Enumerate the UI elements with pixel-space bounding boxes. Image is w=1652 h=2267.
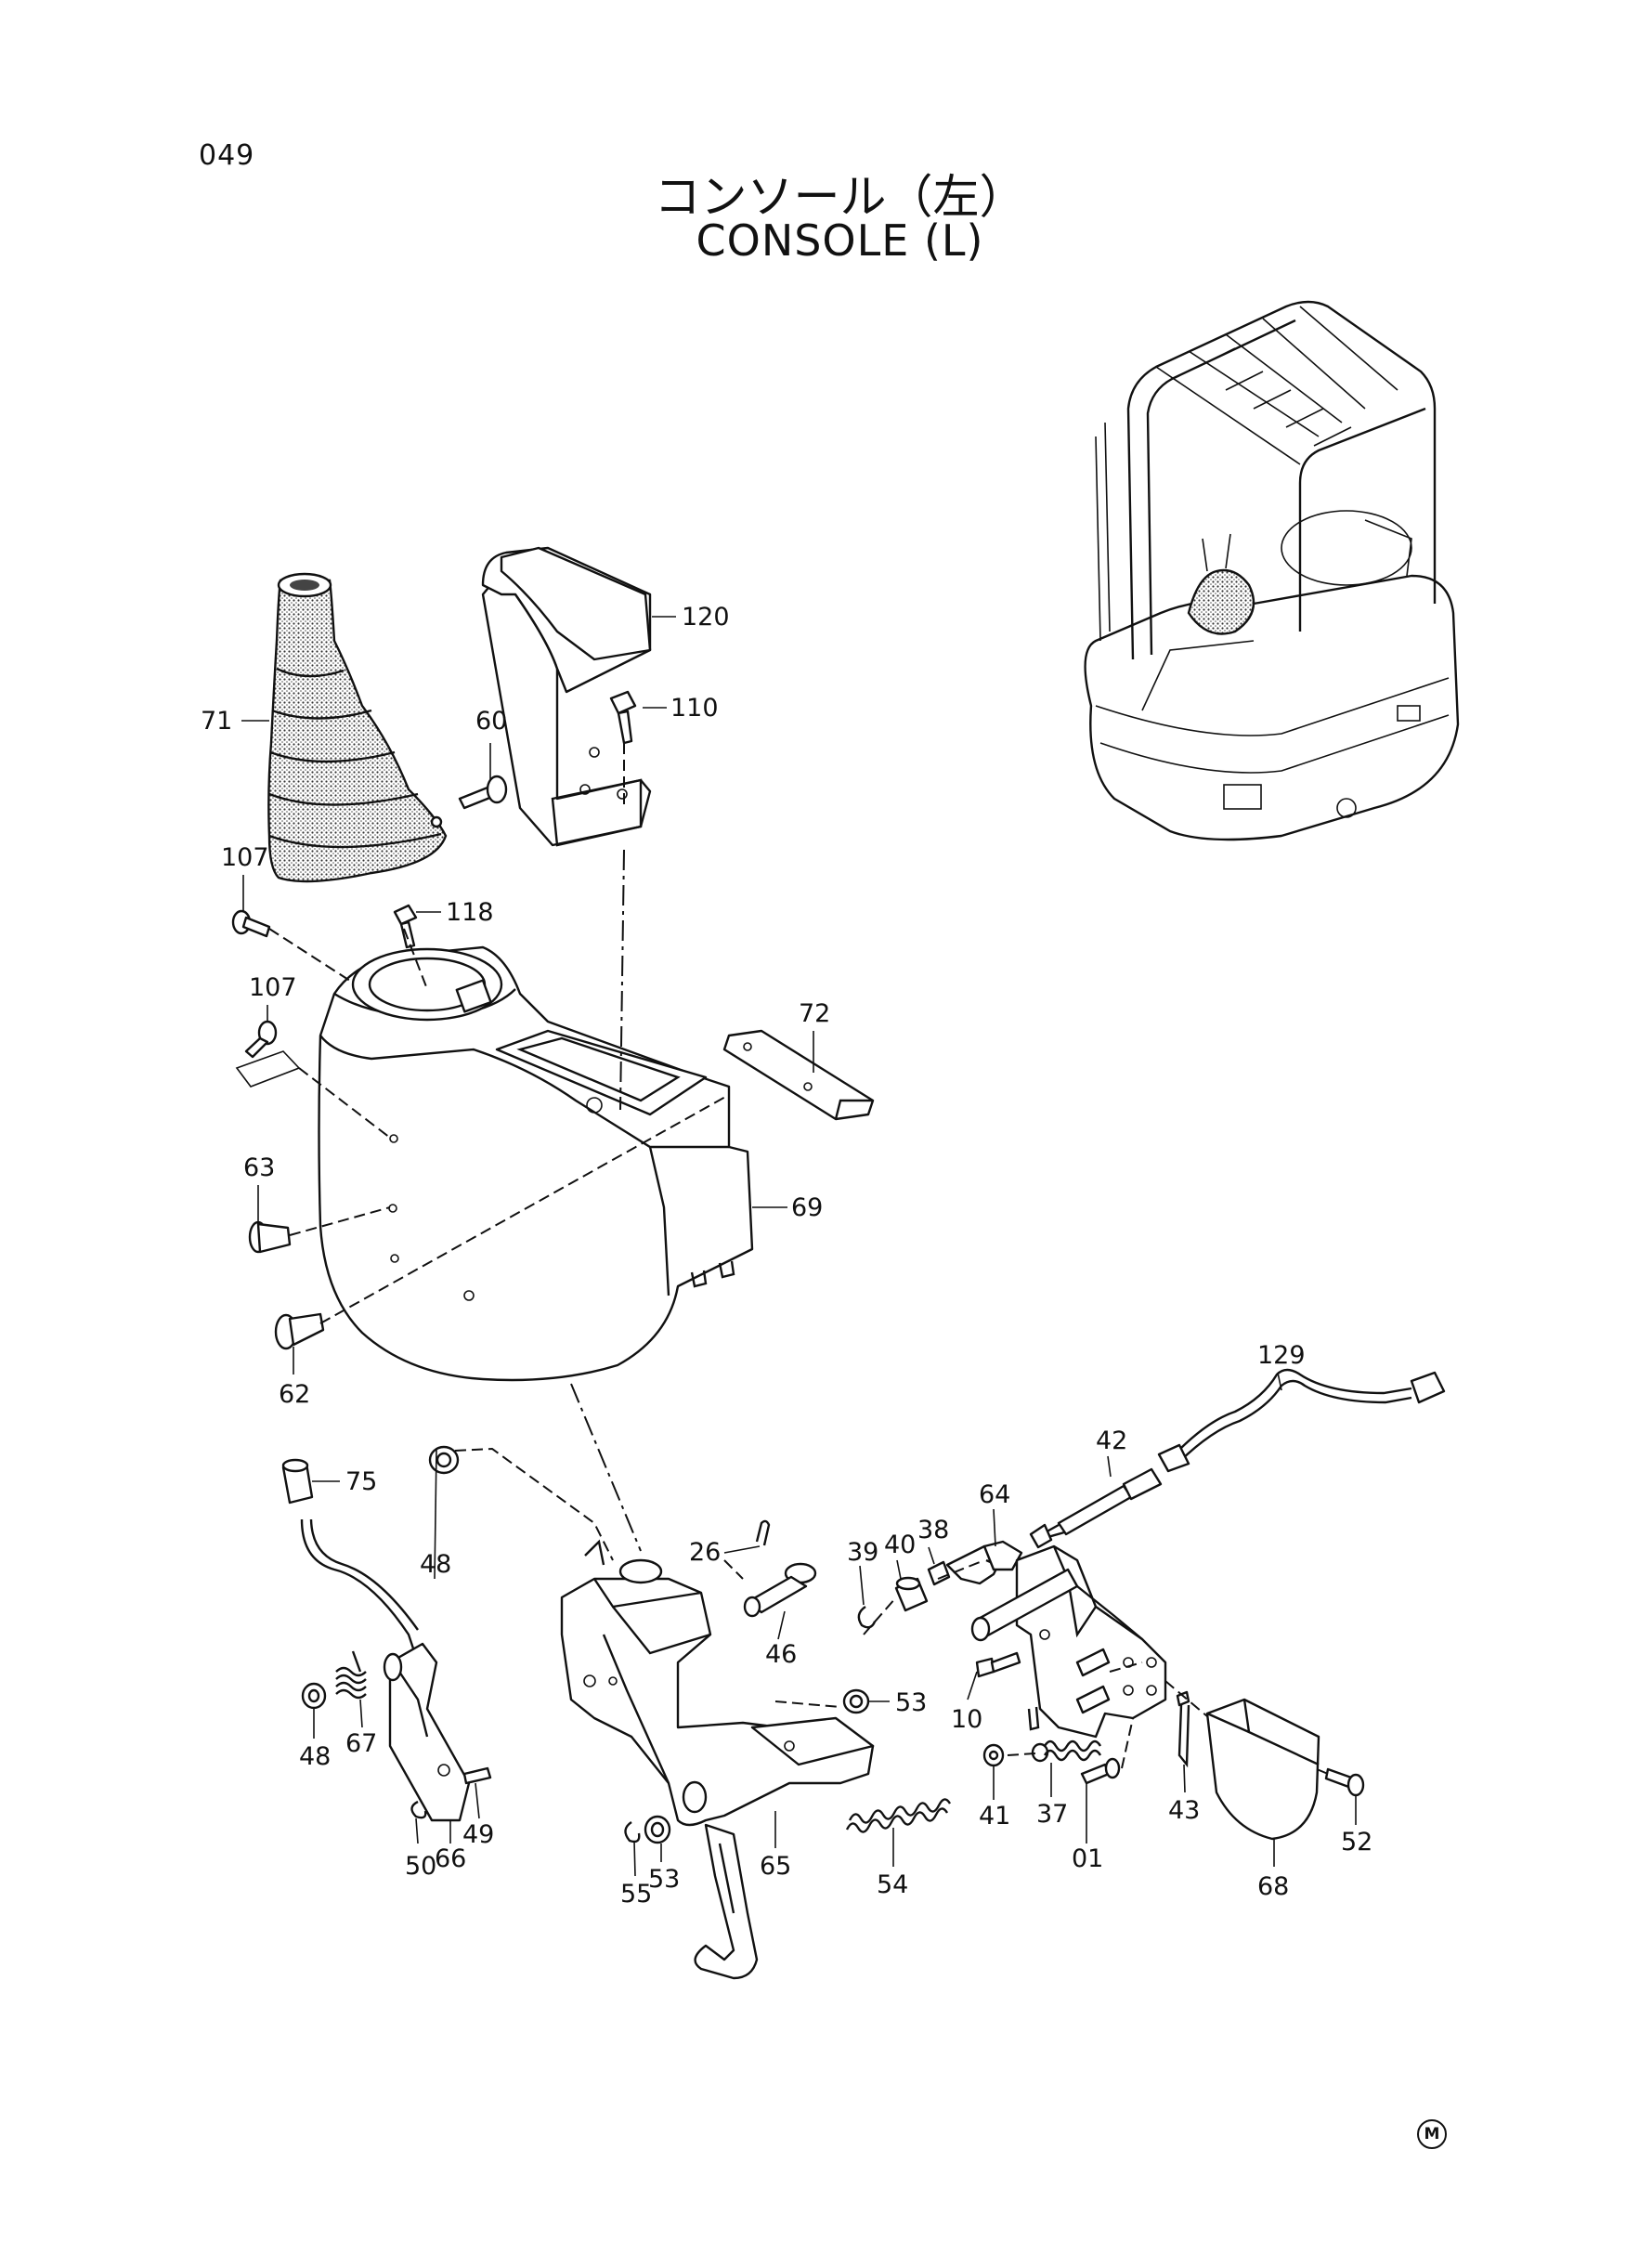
- spring-part-54: [845, 1798, 952, 1833]
- grommet-part-62: [274, 1312, 325, 1350]
- callout-leader-lines: [241, 616, 1357, 1877]
- assembly-guide-lines: [268, 743, 1329, 1775]
- callout-labels: 120 110 71 60 107 118 107 72 63 69 62 12…: [201, 603, 1372, 1909]
- snap-ring-part-55: [624, 1821, 641, 1844]
- bolt-part-60: [458, 775, 508, 810]
- split-pin-part-26: [755, 1519, 771, 1546]
- callout-75: 75: [345, 1467, 377, 1496]
- lever-boot-part-71: [267, 572, 448, 883]
- title-japanese: コンソール（左）: [654, 170, 1026, 224]
- callout-41: 41: [979, 1802, 1010, 1831]
- cable-part-129: [1157, 1368, 1446, 1473]
- callout-118: 118: [446, 898, 494, 927]
- bracket-part-64: [945, 1540, 1023, 1585]
- snap-ring-part-50: [410, 1800, 427, 1819]
- bushing-part-48-left: [301, 1682, 327, 1710]
- callout-54: 54: [877, 1870, 908, 1899]
- callout-10: 10: [951, 1705, 982, 1734]
- callout-40: 40: [884, 1531, 916, 1559]
- bushing-part-53-lower: [644, 1815, 671, 1844]
- callout-48-upper: 48: [420, 1550, 451, 1579]
- callout-53-upper: 53: [895, 1688, 927, 1717]
- bolt-part-107-lower: [235, 1020, 301, 1088]
- knob-part-75: [281, 1458, 420, 1663]
- snap-ring-part-39: [857, 1606, 877, 1629]
- callout-72: 72: [799, 999, 830, 1028]
- callout-107-lower: 107: [249, 973, 297, 1002]
- callout-55: 55: [620, 1880, 652, 1909]
- callout-53-lower: 53: [648, 1865, 680, 1894]
- bolt-part-107-upper: [231, 909, 271, 938]
- bolt-part-10: [975, 1651, 1021, 1678]
- callout-69: 69: [791, 1193, 823, 1222]
- bolt-part-52: [1324, 1767, 1365, 1797]
- callout-39: 39: [847, 1538, 878, 1567]
- callout-42: 42: [1096, 1427, 1127, 1455]
- callout-01: 01: [1072, 1844, 1103, 1873]
- callout-67: 67: [345, 1729, 377, 1758]
- page-number: 049: [199, 139, 255, 172]
- spring-part-67: [335, 1650, 367, 1700]
- callout-129: 129: [1257, 1341, 1306, 1370]
- callout-37: 37: [1036, 1800, 1068, 1829]
- callout-43: 43: [1168, 1796, 1200, 1825]
- callout-38: 38: [917, 1516, 949, 1544]
- pin-part-46: [743, 1562, 817, 1618]
- callout-62: 62: [279, 1380, 310, 1409]
- callout-65: 65: [760, 1852, 791, 1881]
- lever-part-66: [383, 1642, 492, 1822]
- spring-part-37: [1031, 1739, 1102, 1763]
- callout-66: 66: [435, 1844, 466, 1873]
- bushing-part-48-right: [428, 1445, 460, 1475]
- callout-49: 49: [462, 1820, 494, 1849]
- callout-60: 60: [475, 707, 507, 736]
- mounting-plate-assembly: [970, 1544, 1167, 1739]
- callout-48-lower: 48: [299, 1742, 331, 1771]
- callout-68: 68: [1257, 1872, 1289, 1901]
- excavator-location-thumbnail: [1084, 300, 1460, 841]
- collar-part-40: [894, 1576, 929, 1612]
- bolt-part-01: [1080, 1757, 1121, 1785]
- callout-110: 110: [670, 694, 719, 723]
- grommet-part-63: [248, 1220, 292, 1254]
- callout-120: 120: [682, 603, 730, 632]
- callout-107-upper: 107: [221, 843, 269, 872]
- bolt-part-110: [609, 690, 637, 745]
- callout-52: 52: [1341, 1828, 1372, 1857]
- corner-mark-circled-m: M: [1417, 2119, 1447, 2149]
- cover-part-68: [1205, 1698, 1320, 1841]
- console-housing-part-69: [318, 945, 754, 1382]
- title-english: CONSOLE (L): [696, 215, 984, 266]
- lever-bracket-part-65: [560, 1539, 875, 1980]
- callout-63: 63: [243, 1153, 275, 1182]
- cable-tie-part-43: [1176, 1690, 1190, 1768]
- bushing-part-53-upper: [842, 1688, 870, 1714]
- armrest-part-120: [481, 546, 652, 847]
- callout-64: 64: [979, 1480, 1010, 1509]
- bracket-part-72: [722, 1029, 875, 1121]
- callout-50: 50: [405, 1852, 436, 1881]
- bolt-part-118: [393, 904, 418, 949]
- callout-46: 46: [765, 1640, 797, 1669]
- washer-part-41: [982, 1743, 1005, 1767]
- bushing-part-38: [927, 1560, 951, 1586]
- rod-part-42: [1029, 1467, 1163, 1549]
- callout-71: 71: [201, 707, 232, 736]
- callout-26: 26: [689, 1538, 721, 1567]
